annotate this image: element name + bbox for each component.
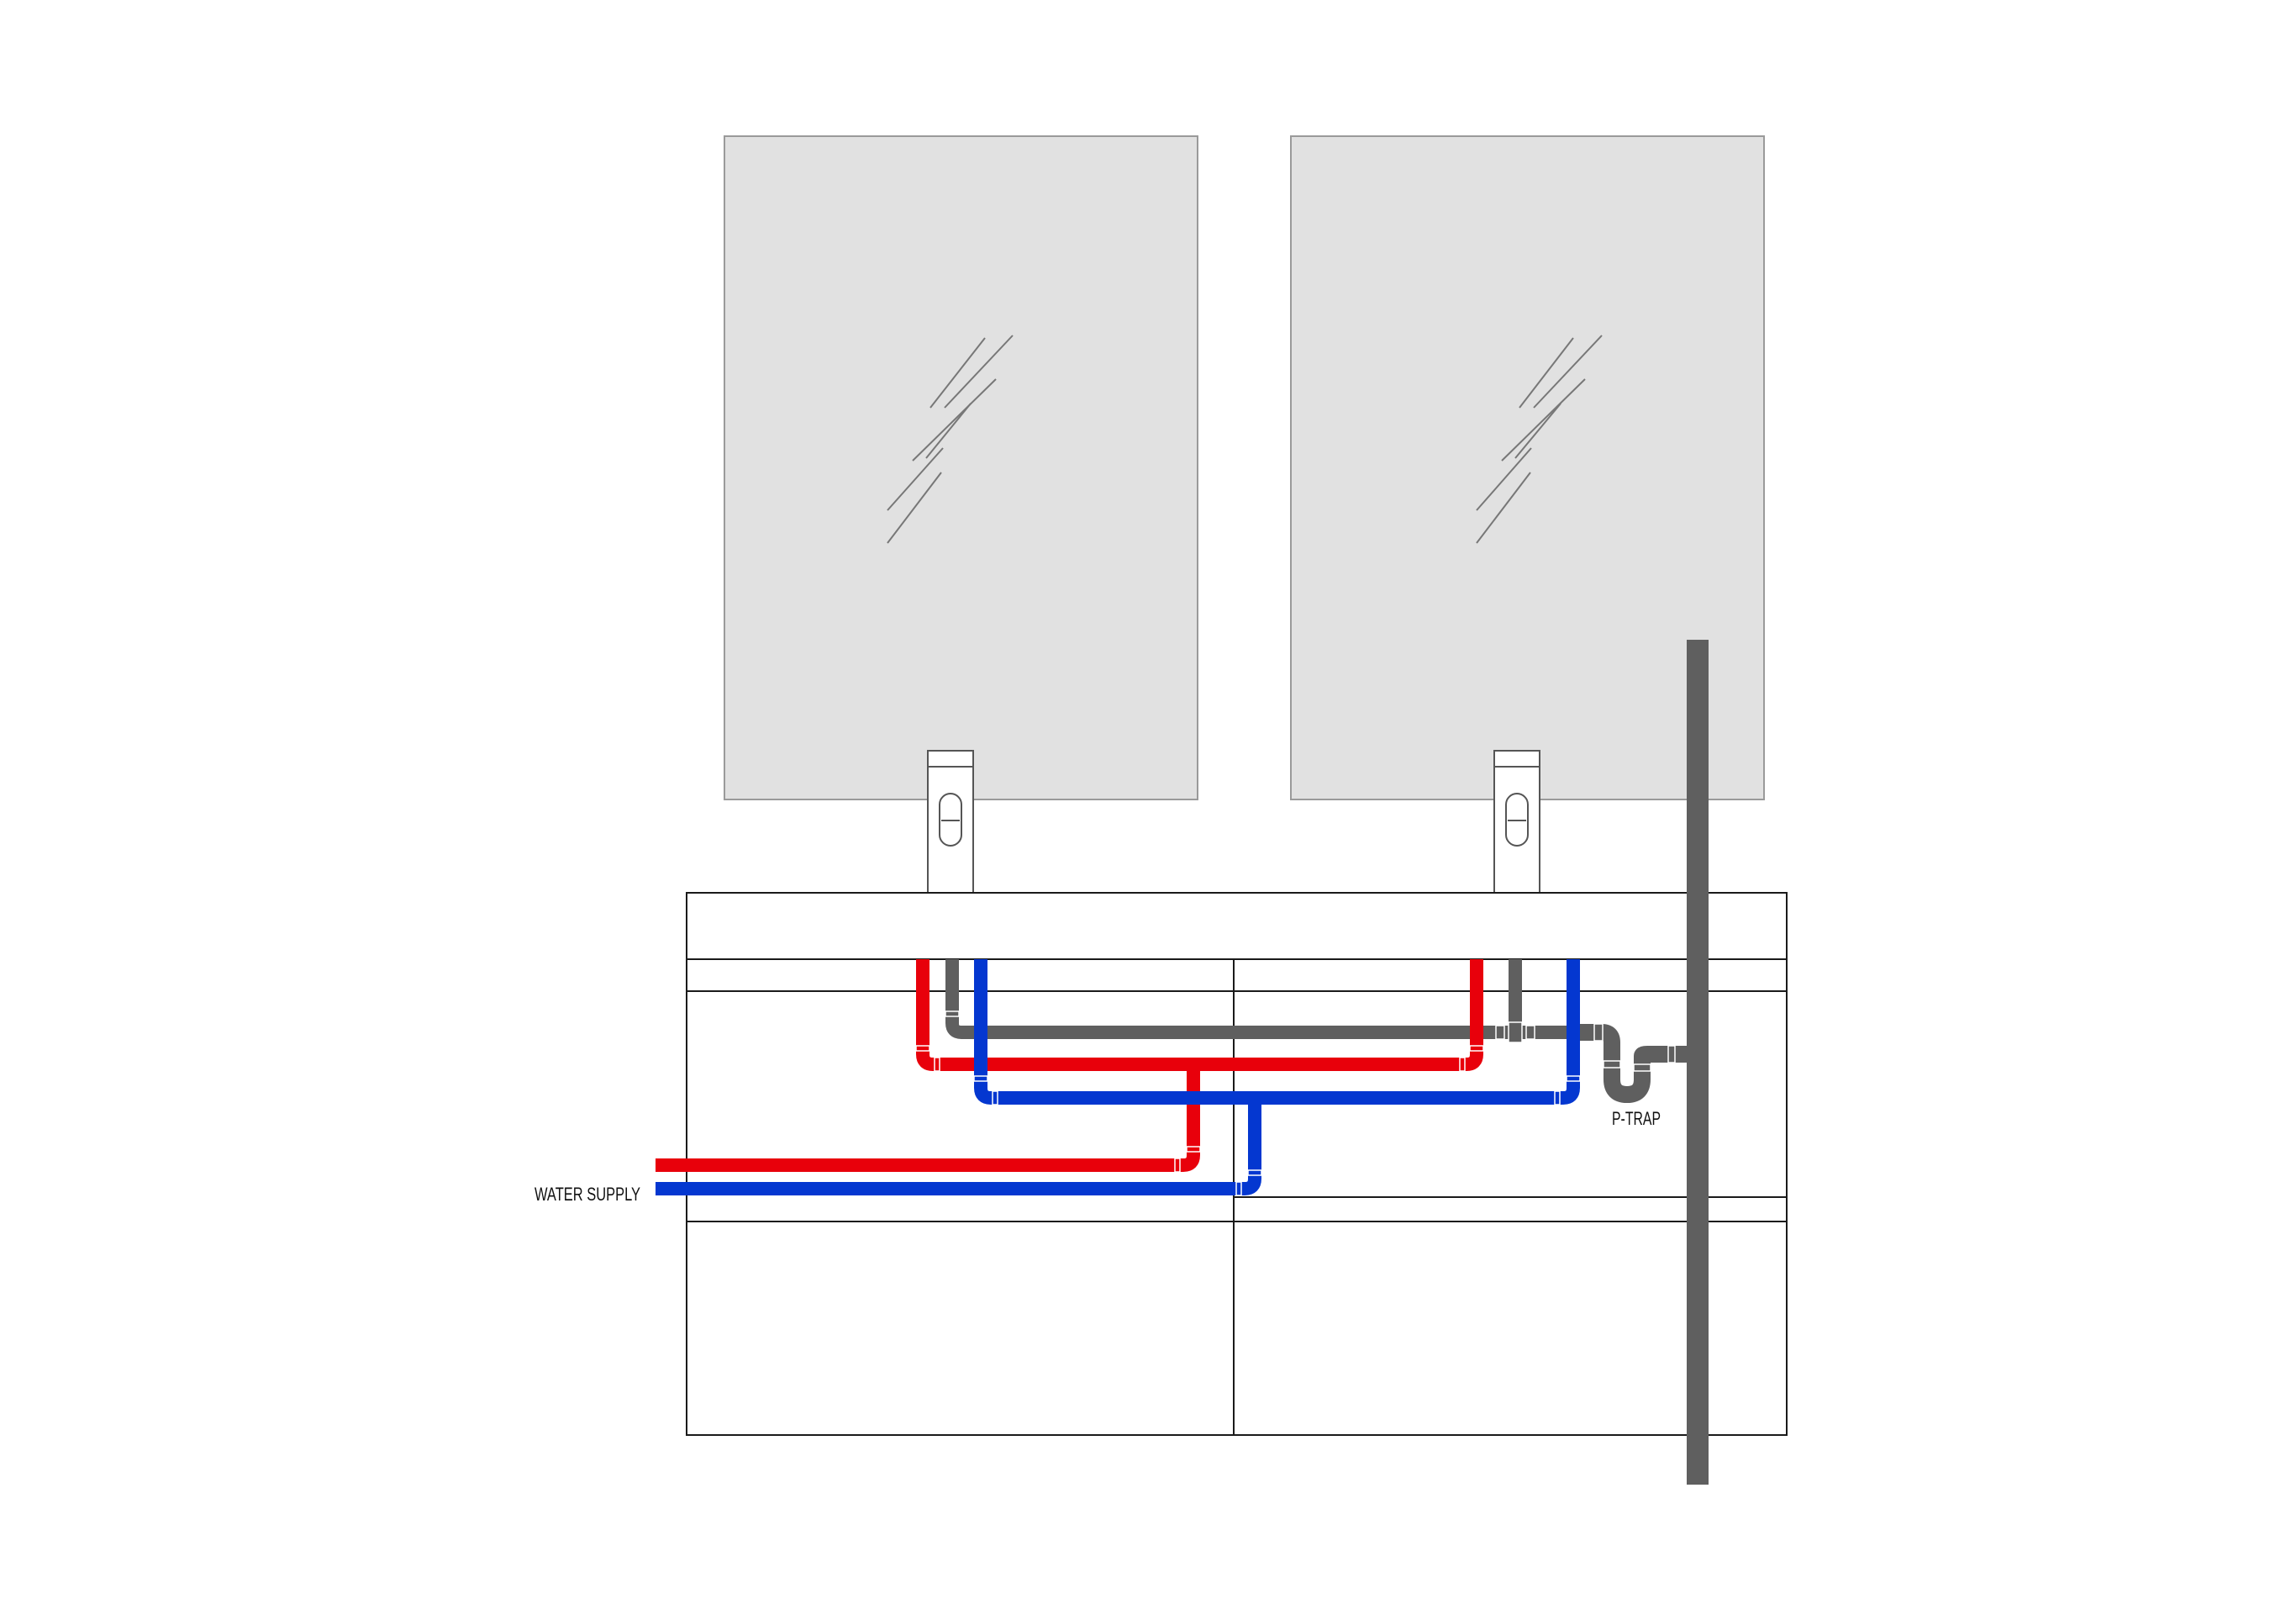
mirror-left: [724, 135, 1198, 800]
faucet-left: [927, 750, 974, 894]
mirror-right-reflection: [1476, 335, 1603, 544]
drain-waste-line: [945, 959, 1597, 1039]
cold-water-branch: [974, 959, 1580, 1105]
vanity-cabinet: [686, 892, 1788, 1436]
mirror-right: [1290, 135, 1765, 800]
hot-water-riser: [656, 1064, 1200, 1172]
p-trap-label: P-TRAP: [1612, 1108, 1661, 1129]
cold-water-riser: [656, 1098, 1261, 1195]
cold-water-pipes: [656, 959, 1580, 1195]
mirror-left-reflection: [887, 335, 1014, 544]
drain-pipes: [945, 640, 1709, 1485]
faucet-right: [1493, 750, 1540, 894]
hot-water-branch: [916, 959, 1483, 1071]
hot-water-pipes: [656, 959, 1483, 1172]
p-trap-bend: [1604, 1046, 1687, 1103]
water-supply-label: WATER SUPPLY: [535, 1184, 640, 1205]
drain-stack: [1687, 640, 1709, 1485]
